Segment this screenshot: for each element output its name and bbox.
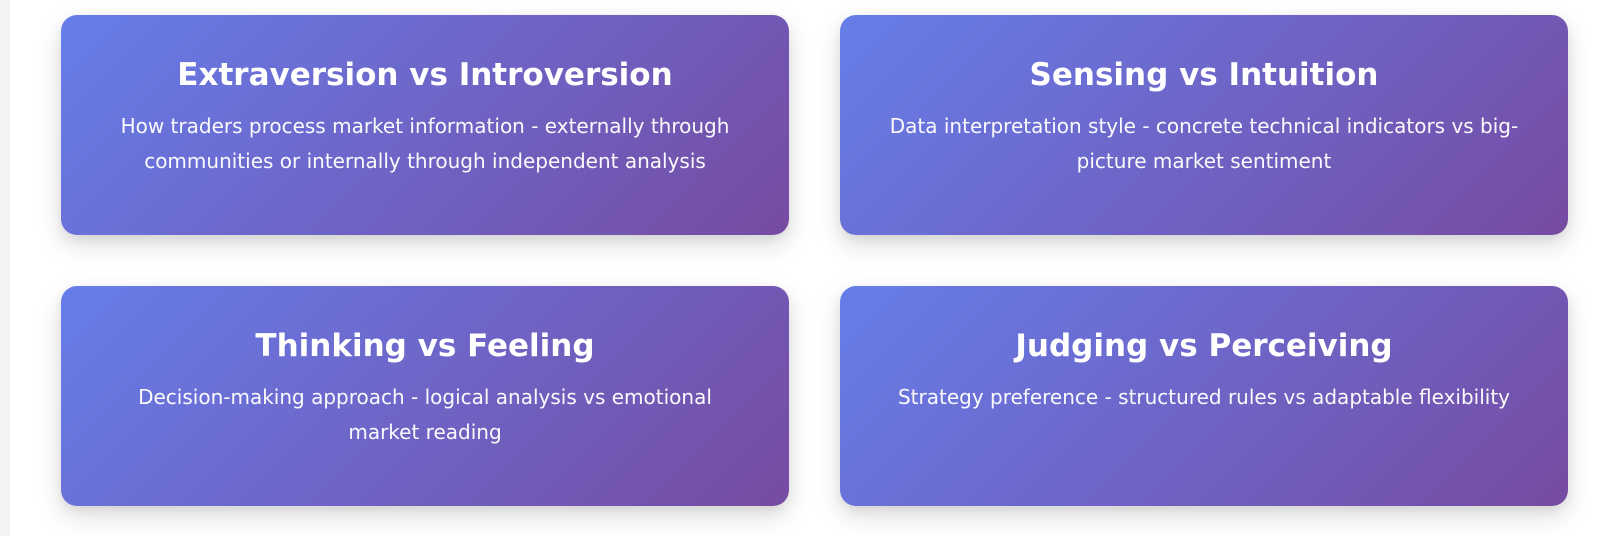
card-sensing-intuition: Sensing vs Intuition Data interpretation… [840,15,1568,235]
card-title: Sensing vs Intuition [1029,57,1379,93]
card-description: How traders process market information -… [120,114,730,173]
personality-dimensions-grid: Extraversion vs Introversion How traders… [61,15,1568,506]
card-title: Thinking vs Feeling [255,328,595,364]
card-title: Extraversion vs Introversion [177,57,673,93]
left-edge-strip [0,0,10,536]
card-description: Decision-making approach - logical analy… [138,385,712,444]
card-judging-perceiving: Judging vs Perceiving Strategy preferenc… [840,286,1568,506]
card-description: Strategy preference - structured rules v… [897,385,1511,409]
card-title: Judging vs Perceiving [1015,328,1393,364]
card-extraversion-introversion: Extraversion vs Introversion How traders… [61,15,789,235]
card-thinking-feeling: Thinking vs Feeling Decision-making appr… [61,286,789,506]
card-description: Data interpretation style - concrete tec… [889,114,1519,173]
